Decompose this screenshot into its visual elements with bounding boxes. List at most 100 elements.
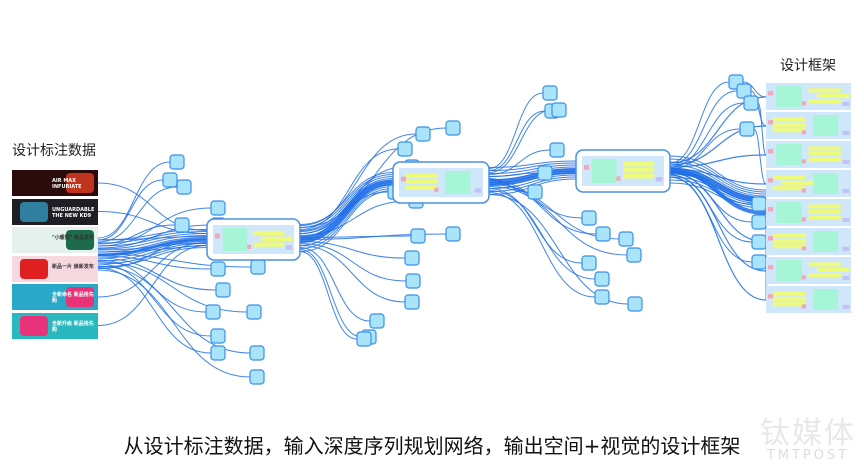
edge	[97, 182, 208, 231]
banner-text: "小暖阳" 新品发布	[52, 235, 94, 241]
node-square	[415, 126, 431, 142]
banner-text: UNGUARDABLE THE NEW KD9	[52, 206, 95, 219]
watermark-en: TMTPOST	[766, 448, 850, 463]
edge	[488, 188, 583, 264]
text-block	[808, 204, 841, 209]
edge	[97, 255, 212, 270]
edge	[97, 257, 217, 291]
node-square	[542, 85, 558, 101]
edge	[97, 224, 212, 249]
edge	[299, 245, 406, 303]
image-block	[776, 86, 802, 107]
image-block	[812, 289, 839, 310]
node-square	[210, 261, 226, 277]
edge	[669, 169, 767, 215]
decoration-block	[584, 165, 589, 170]
node-square	[215, 282, 231, 298]
text-block	[808, 262, 841, 267]
text-block	[808, 157, 841, 162]
text-block	[623, 168, 655, 173]
edge	[97, 161, 171, 239]
text-block	[405, 179, 438, 184]
node-square	[743, 95, 759, 111]
text-block	[261, 236, 293, 241]
edge	[669, 154, 767, 168]
text-block	[808, 209, 841, 214]
edge	[299, 191, 389, 234]
edge	[669, 81, 730, 164]
banner-text: AIR MAX INFURIATE	[52, 178, 82, 190]
text-block	[623, 174, 655, 179]
node-square	[594, 271, 610, 287]
node-square	[739, 121, 755, 137]
logo-block	[842, 188, 850, 193]
decoration-block	[801, 304, 806, 309]
node-square	[751, 234, 767, 250]
design-image-4: 全新命名 新品抢先购	[12, 284, 98, 310]
node-square	[551, 102, 567, 118]
edge	[299, 166, 406, 232]
edge	[299, 184, 394, 243]
node-square	[404, 250, 420, 266]
node-square	[626, 247, 642, 263]
node-square	[618, 231, 634, 247]
node-square	[169, 154, 185, 170]
node-square	[445, 120, 461, 136]
watermark-cn: 钛媒体	[760, 416, 856, 451]
edge	[488, 190, 596, 280]
edge	[488, 168, 577, 180]
edge	[488, 194, 629, 305]
text-block	[772, 186, 806, 191]
node-square	[210, 345, 226, 361]
edge	[488, 182, 597, 235]
edge	[488, 109, 553, 173]
decoration-block	[247, 244, 252, 250]
image-block	[591, 159, 617, 183]
text-block	[405, 185, 438, 190]
edge	[669, 90, 738, 166]
decoration-block	[801, 188, 806, 193]
logo-block	[842, 217, 850, 222]
caption: 从设计标注数据，输入深度序列规划网络，输出空间+视觉的设计框架	[123, 434, 741, 458]
edge	[299, 188, 394, 249]
edge	[488, 162, 577, 171]
right-title: 设计框架	[780, 58, 836, 74]
left-title: 设计标注数据	[12, 143, 96, 159]
node-square	[249, 369, 265, 385]
image-block	[445, 171, 471, 194]
decoration-block	[768, 207, 774, 212]
image-block	[776, 260, 802, 281]
edge	[488, 170, 577, 183]
edge	[753, 128, 767, 185]
edge	[97, 236, 208, 241]
edge	[299, 251, 358, 340]
text-block	[808, 88, 841, 93]
decoration-block	[768, 236, 774, 241]
edge	[488, 92, 544, 169]
edge	[488, 174, 577, 189]
node-square	[210, 200, 226, 216]
design-image-5: 全新升级 新品抢先购	[12, 312, 98, 339]
edge	[97, 242, 208, 298]
node-square	[250, 259, 266, 275]
logo-block	[842, 304, 850, 309]
node-square	[410, 228, 426, 244]
text-block	[808, 146, 841, 151]
node-square	[581, 255, 597, 271]
decoration-block	[801, 217, 806, 222]
node-square	[581, 210, 597, 226]
edge	[750, 90, 767, 127]
image-block	[812, 231, 839, 252]
node-square	[404, 294, 420, 310]
decoration-block	[801, 130, 806, 135]
decoration-block	[801, 159, 806, 164]
banner-text: 新品一片 焕新发布	[52, 263, 94, 270]
text-block	[808, 99, 841, 104]
edge	[299, 235, 412, 238]
node-square	[751, 196, 767, 212]
text-block	[623, 162, 655, 167]
node-square	[210, 328, 226, 344]
decoration-block	[768, 91, 774, 96]
edge	[488, 186, 628, 256]
